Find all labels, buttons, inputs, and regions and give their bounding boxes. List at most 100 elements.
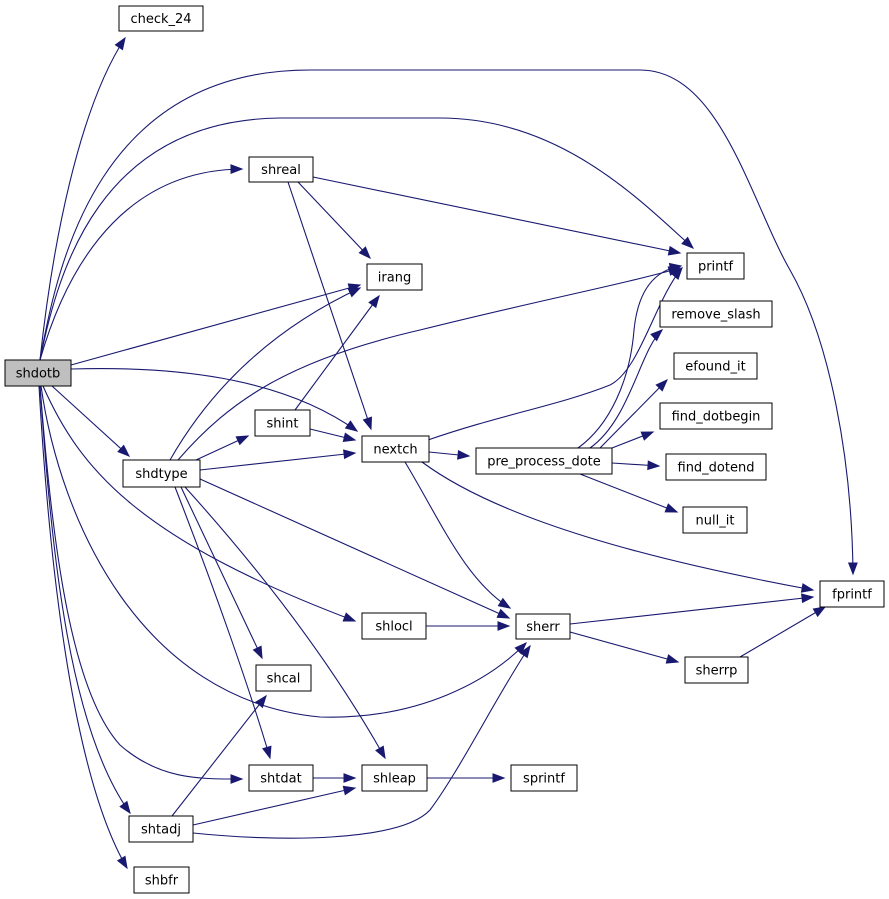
arrowhead-icon xyxy=(812,606,827,618)
arrowhead-icon xyxy=(496,608,511,619)
arrowhead-icon xyxy=(358,246,371,260)
node-sherrp[interactable]: sherrp xyxy=(684,656,749,684)
arrowhead-icon xyxy=(457,449,471,460)
arrowhead-icon xyxy=(497,597,512,609)
node-irang[interactable]: irang xyxy=(366,263,423,291)
edge-shlocl-to-sherr xyxy=(426,621,511,631)
edge-shdtype-to-irang xyxy=(169,287,362,461)
node-box xyxy=(686,252,745,280)
edge-shdotb-to-irang xyxy=(70,283,362,366)
edge-shtadj-to-sherr xyxy=(192,644,531,839)
node-sprintf[interactable]: sprintf xyxy=(510,764,578,792)
node-sherr[interactable]: sherr xyxy=(515,613,571,640)
arrowhead-icon xyxy=(640,431,655,441)
node-efound-it[interactable]: efound_it xyxy=(673,352,758,380)
edge-line xyxy=(599,379,668,449)
edge-line xyxy=(70,284,361,366)
edge-shdtype-to-printf xyxy=(177,266,682,461)
edge-nextch-to-fprintf xyxy=(421,461,815,593)
node-label: sprintf xyxy=(523,772,565,787)
node-box xyxy=(255,664,312,692)
node-label: find_dotend xyxy=(678,461,755,476)
node-check-24[interactable]: check_24 xyxy=(118,5,204,32)
node-null-it[interactable]: null_it xyxy=(682,506,748,534)
edge-shreal-to-irang xyxy=(297,181,371,260)
arrowhead-icon xyxy=(347,287,362,298)
node-printf[interactable]: printf xyxy=(686,252,745,280)
node-box xyxy=(510,764,578,792)
node-fprintf[interactable]: fprintf xyxy=(819,580,885,608)
arrowhead-icon xyxy=(801,593,815,604)
edge-line xyxy=(739,606,826,658)
node-shcal[interactable]: shcal xyxy=(255,664,312,692)
node-remove-slash[interactable]: remove_slash xyxy=(659,300,773,328)
arrowhead-icon xyxy=(262,745,272,760)
edge-line xyxy=(569,596,814,625)
arrowhead-icon xyxy=(114,36,126,51)
node-shlocl[interactable]: shlocl xyxy=(361,612,427,640)
arrowhead-icon xyxy=(119,800,131,815)
arrowhead-icon xyxy=(492,773,506,783)
arrowhead-icon xyxy=(344,420,359,432)
node-find-dotbegin[interactable]: find_dotbegin xyxy=(659,402,773,430)
edge-line xyxy=(177,267,681,461)
arrowhead-icon xyxy=(681,236,695,249)
edge-shtadj-to-shcal xyxy=(171,694,267,817)
node-box xyxy=(122,459,201,488)
node-shleap[interactable]: shleap xyxy=(361,764,428,792)
node-shreal[interactable]: shreal xyxy=(248,156,314,183)
node-box xyxy=(361,612,427,640)
node-shdtype[interactable]: shdtype xyxy=(122,459,201,488)
edge-line xyxy=(38,385,128,869)
edge-line xyxy=(199,478,510,619)
edge-shleap-to-sprintf xyxy=(427,773,506,783)
edge-shreal-to-printf xyxy=(312,176,682,256)
node-label: shint xyxy=(267,417,299,432)
arrowhead-icon xyxy=(116,855,128,870)
edge-sherr-to-fprintf xyxy=(569,593,815,625)
node-label: find_dotbegin xyxy=(672,410,761,425)
node-box xyxy=(475,447,613,475)
arrowhead-icon xyxy=(230,164,244,175)
edge-shdotb-to-shlocl xyxy=(42,385,357,622)
edge-nextch-to-sherr xyxy=(404,461,512,609)
node-box xyxy=(515,613,571,640)
node-box xyxy=(361,435,430,463)
edge-line xyxy=(427,267,683,441)
node-label: sherrp xyxy=(696,664,738,679)
node-box xyxy=(248,156,314,183)
arrowhead-icon xyxy=(664,503,679,513)
node-shdotb[interactable]: shdotb xyxy=(4,359,72,387)
edge-shdotb-to-fprintf xyxy=(39,69,858,576)
arrowhead-icon xyxy=(655,379,668,392)
node-box xyxy=(361,764,428,792)
edge-line xyxy=(169,287,361,461)
node-label: remove_slash xyxy=(671,308,760,323)
edge-shtadj-to-shleap xyxy=(192,785,357,826)
edge-shdtype-to-nextch xyxy=(199,449,357,471)
arrowhead-icon xyxy=(497,621,511,631)
edge-line xyxy=(421,461,814,591)
node-box xyxy=(254,409,311,437)
node-shbfr[interactable]: shbfr xyxy=(133,866,190,894)
edge-line xyxy=(174,486,271,759)
edge-line xyxy=(51,385,130,457)
edge-pre_process_dote-to-find_dotend xyxy=(611,460,661,471)
arrowhead-icon xyxy=(800,583,815,593)
node-box xyxy=(682,506,748,534)
node-shtadj[interactable]: shtadj xyxy=(128,815,194,843)
node-nextch[interactable]: nextch xyxy=(361,435,430,463)
edge-shdotb-to-printf xyxy=(39,117,695,361)
node-box xyxy=(118,5,204,32)
node-shtdat[interactable]: shtdat xyxy=(248,764,314,792)
node-label: irang xyxy=(378,271,411,286)
arrowhead-icon xyxy=(847,562,858,576)
node-find-dotend[interactable]: find_dotend xyxy=(665,453,767,481)
node-pre-process-dote[interactable]: pre_process_dote xyxy=(475,447,613,475)
node-box xyxy=(133,866,190,894)
edge-line xyxy=(39,385,243,780)
edge-shdotb-to-shbfr xyxy=(38,385,128,870)
node-label: null_it xyxy=(696,514,735,529)
node-shint[interactable]: shint xyxy=(254,409,311,437)
